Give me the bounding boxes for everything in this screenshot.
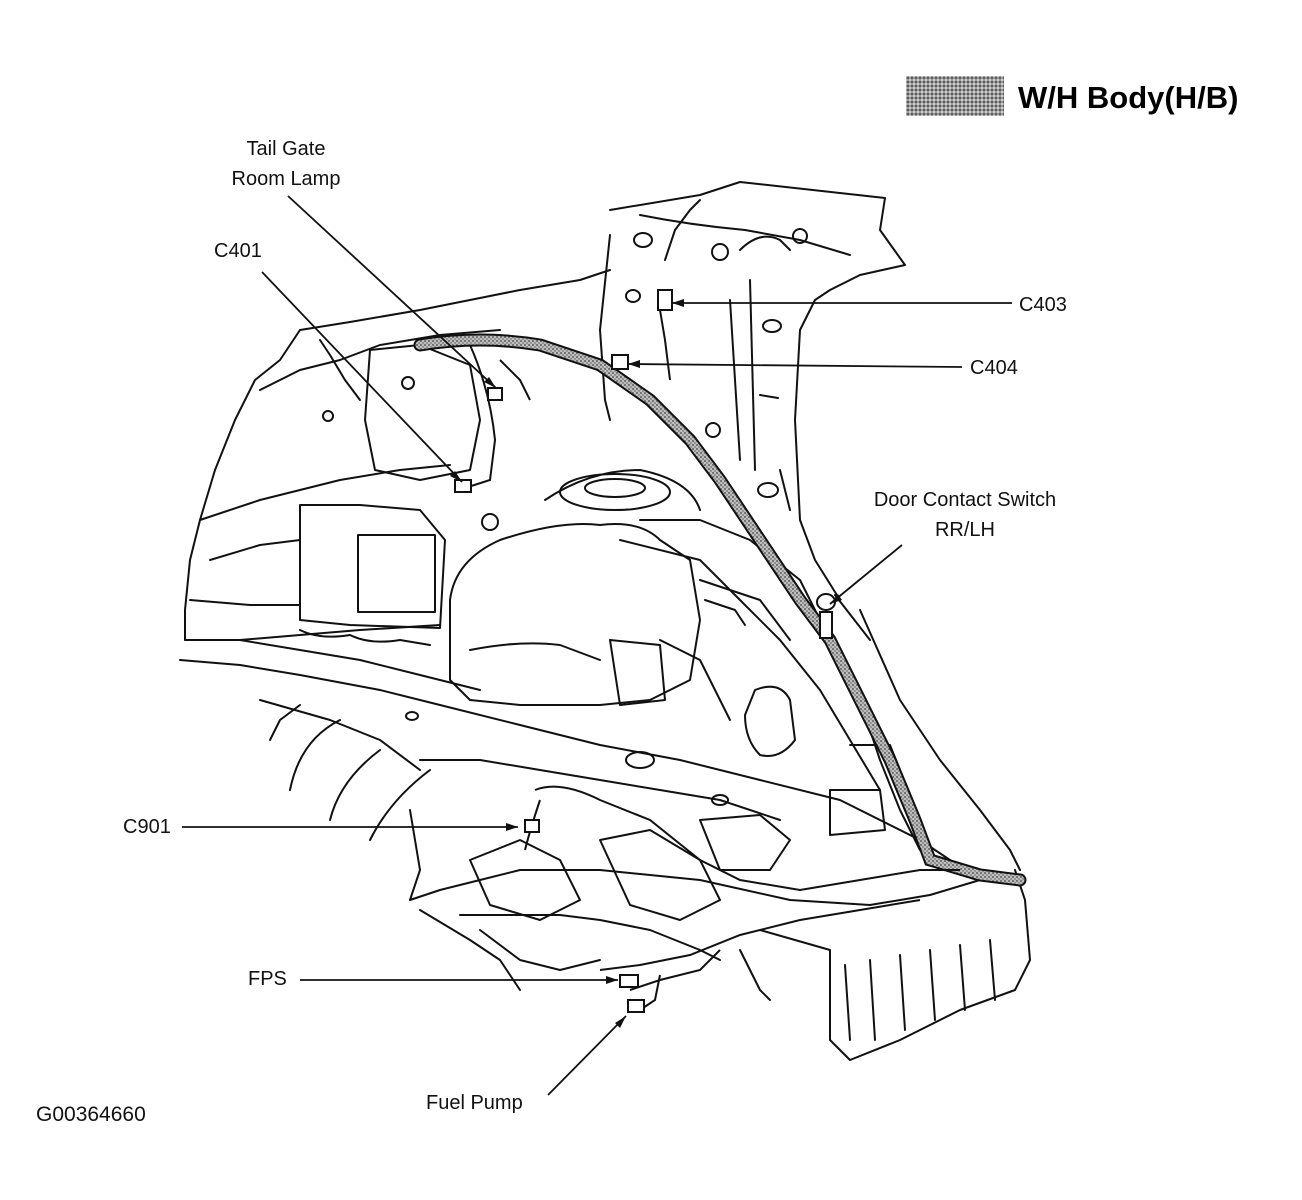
tail-gate-room-lamp-leader: [287, 195, 497, 389]
wires: [464, 309, 960, 1011]
c901-label: C901: [123, 816, 171, 838]
wiring-harness: [413, 333, 1027, 887]
fuel-pump-label: Fuel Pump: [426, 1092, 523, 1114]
c401-label: C401: [214, 240, 262, 262]
c404-label: C404: [970, 357, 1018, 379]
harness-legend-swatch: [906, 76, 1004, 116]
door-contact-switch-leader: [829, 544, 903, 605]
fps-label: FPS: [248, 968, 287, 990]
figure-code: G00364660: [36, 1103, 146, 1126]
door-contact-switch-line1: Door Contact Switch: [873, 489, 1057, 511]
tail-gate-room-lamp-line1: Tail Gate: [246, 138, 326, 160]
c403-label: C403: [1019, 294, 1067, 316]
tail-gate-room-lamp-line2: Room Lamp: [231, 168, 341, 190]
fuel-pump-leader: [547, 1015, 627, 1096]
door-contact-switch-label: Door Contact Switch RR/LH: [858, 485, 1072, 545]
connectors: [454, 289, 836, 1013]
tail-gate-room-lamp-label: Tail Gate Room Lamp: [218, 134, 354, 194]
c401-leader: [261, 271, 463, 483]
page-title: W/H Body(H/B): [1018, 80, 1239, 115]
leader-lines: [182, 195, 1012, 1096]
body-outline: [179, 181, 1031, 1061]
door-contact-switch-line2: RR/LH: [934, 519, 995, 541]
leader-arrowheads: [450, 299, 842, 1028]
c404-leader: [627, 363, 963, 368]
